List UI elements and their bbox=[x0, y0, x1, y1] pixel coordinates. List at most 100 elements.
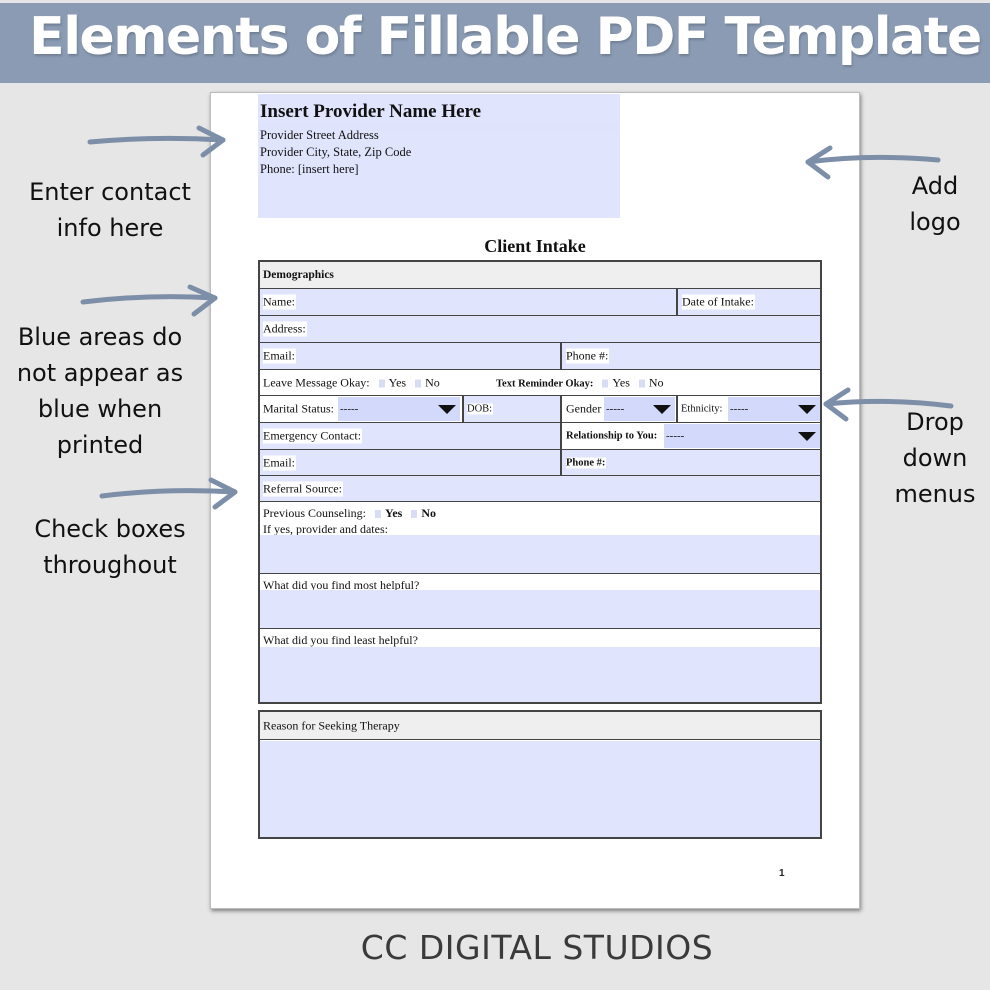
marital-dob-gender-row: Marital Status: ----- DOB: Gender ----- … bbox=[260, 396, 820, 423]
previous-provider-field[interactable] bbox=[260, 535, 820, 573]
annotation-blue-areas: Blue areas do not appear as blue when pr… bbox=[0, 319, 200, 463]
emergency-contact-label: Emergency Contact: bbox=[263, 428, 363, 444]
pdf-page: Insert Provider Name Here Provider Stree… bbox=[210, 92, 860, 909]
address-label: Address: bbox=[263, 321, 307, 337]
annotation-line: down bbox=[902, 444, 968, 472]
yes-label: Yes bbox=[612, 375, 630, 389]
date-of-intake-label: Date of Intake: bbox=[682, 294, 755, 310]
provider-phone: Phone: [insert here] bbox=[260, 162, 359, 176]
no-label: No bbox=[425, 375, 440, 389]
annotation-line: printed bbox=[56, 431, 144, 459]
leave-message-no-checkbox[interactable] bbox=[415, 379, 422, 387]
brand-footer: CC DIGITAL STUDIOS bbox=[360, 928, 714, 967]
text-reminder-group: Text Reminder Okay: Yes No bbox=[496, 375, 665, 390]
email-label: Email: bbox=[263, 348, 296, 364]
divider bbox=[676, 396, 678, 422]
annotation-line: not appear as bbox=[16, 359, 184, 387]
arrow-right-icon bbox=[80, 284, 218, 317]
divider bbox=[462, 396, 464, 422]
name-row: Name: Date of Intake: bbox=[260, 289, 820, 316]
annotation-line: logo bbox=[909, 208, 961, 236]
annotation-check-boxes: Check boxes throughout bbox=[10, 511, 210, 583]
ethnicity-value: ----- bbox=[730, 403, 749, 415]
most-helpful-row: What did you find most helpful? bbox=[260, 574, 820, 629]
marital-status-value: ----- bbox=[340, 403, 359, 415]
provider-city: Provider City, State, Zip Code bbox=[260, 145, 412, 159]
text-reminder-yes-checkbox[interactable] bbox=[602, 379, 609, 387]
text-reminder-no-checkbox[interactable] bbox=[638, 379, 645, 387]
annotation-line: Check boxes bbox=[34, 515, 186, 543]
demographics-table: Demographics Name: Date of Intake: Addre… bbox=[258, 260, 822, 704]
divider bbox=[560, 423, 562, 449]
reason-label: Reason for Seeking Therapy bbox=[263, 718, 400, 732]
title-banner: Elements of Fillable PDF Template bbox=[0, 3, 990, 83]
referral-source-label: Referral Source: bbox=[263, 481, 343, 496]
gender-label: Gender bbox=[566, 401, 603, 417]
provider-name: Insert Provider Name Here bbox=[260, 101, 482, 122]
least-helpful-field[interactable] bbox=[260, 647, 820, 702]
reason-section: Reason for Seeking Therapy bbox=[258, 710, 822, 839]
previous-counseling-no-checkbox[interactable] bbox=[411, 510, 418, 518]
divider bbox=[676, 289, 678, 315]
emergency-email-field[interactable] bbox=[260, 450, 560, 475]
name-field[interactable] bbox=[260, 289, 676, 315]
divider bbox=[560, 450, 562, 475]
annotation-line: Drop bbox=[906, 408, 964, 436]
annotation-line: throughout bbox=[43, 551, 177, 579]
provider-name-underline bbox=[258, 123, 620, 131]
arrow-right-icon bbox=[99, 477, 238, 510]
emergency-contact-row: Emergency Contact: Relationship to You: … bbox=[260, 423, 820, 450]
relationship-dropdown[interactable]: ----- bbox=[664, 424, 820, 448]
address-row: Address: bbox=[260, 316, 820, 343]
name-label: Name: bbox=[263, 294, 296, 310]
relationship-label: Relationship to You: bbox=[566, 430, 659, 442]
arrow-right-icon bbox=[87, 125, 226, 158]
form-title: Client Intake bbox=[484, 236, 586, 256]
reason-field[interactable] bbox=[260, 741, 820, 837]
leave-message-label: Leave Message Okay: bbox=[263, 375, 370, 389]
annotation-line: Enter contact bbox=[29, 178, 191, 206]
divider bbox=[560, 396, 562, 422]
annotation-line: Add bbox=[911, 172, 959, 200]
provider-street: Provider Street Address bbox=[260, 128, 379, 142]
no-label: No bbox=[421, 506, 437, 520]
no-label: No bbox=[648, 375, 664, 389]
annotation-line: Blue areas do bbox=[17, 323, 183, 351]
email-field[interactable] bbox=[260, 343, 560, 369]
annotation-drop-down: Drop down menus bbox=[875, 404, 990, 512]
least-helpful-label: What did you find least helpful? bbox=[263, 633, 419, 648]
dropdown-arrow-icon bbox=[438, 405, 456, 414]
arrow-left-icon bbox=[823, 387, 954, 422]
leave-message-yes-checkbox[interactable] bbox=[378, 379, 385, 387]
dropdown-arrow-icon bbox=[798, 405, 816, 414]
yes-label: Yes bbox=[385, 506, 403, 520]
previous-counseling-label: Previous Counseling: bbox=[263, 506, 367, 520]
text-reminder-label: Text Reminder Okay: bbox=[496, 378, 594, 389]
provider-info-field[interactable]: Insert Provider Name Here Provider Stree… bbox=[258, 94, 620, 218]
annotation-line: blue when bbox=[37, 395, 163, 423]
relationship-value: ----- bbox=[666, 430, 685, 442]
arrow-left-icon bbox=[805, 145, 941, 180]
dropdown-arrow-icon bbox=[798, 432, 816, 441]
most-helpful-label: What did you find most helpful? bbox=[263, 578, 421, 593]
marital-status-label: Marital Status: bbox=[263, 401, 335, 417]
annotation-line: info here bbox=[56, 214, 164, 242]
referral-source-field[interactable] bbox=[260, 476, 820, 501]
previous-counseling-yes-checkbox[interactable] bbox=[375, 510, 382, 518]
annotation-contact-info: Enter contact info here bbox=[10, 174, 210, 246]
annotation-line: menus bbox=[894, 480, 976, 508]
gender-value: ----- bbox=[606, 403, 625, 415]
gender-dropdown[interactable]: ----- bbox=[604, 397, 675, 421]
previous-counseling-group: Previous Counseling: Yes No bbox=[263, 506, 438, 521]
marital-status-dropdown[interactable]: ----- bbox=[338, 397, 460, 421]
if-yes-label: If yes, provider and dates: bbox=[263, 522, 389, 537]
reason-header: Reason for Seeking Therapy bbox=[260, 712, 820, 740]
leave-message-group: Leave Message Okay: Yes No bbox=[263, 375, 441, 390]
address-field[interactable] bbox=[260, 316, 820, 342]
emergency-email-phone-row: Email: Phone #: bbox=[260, 450, 820, 476]
ethnicity-dropdown[interactable]: ----- bbox=[728, 397, 820, 421]
ethnicity-label: Ethnicity: bbox=[681, 403, 724, 415]
yes-label: Yes bbox=[388, 375, 407, 389]
most-helpful-field[interactable] bbox=[260, 590, 820, 628]
email-phone-row: Email: Phone #: bbox=[260, 343, 820, 370]
